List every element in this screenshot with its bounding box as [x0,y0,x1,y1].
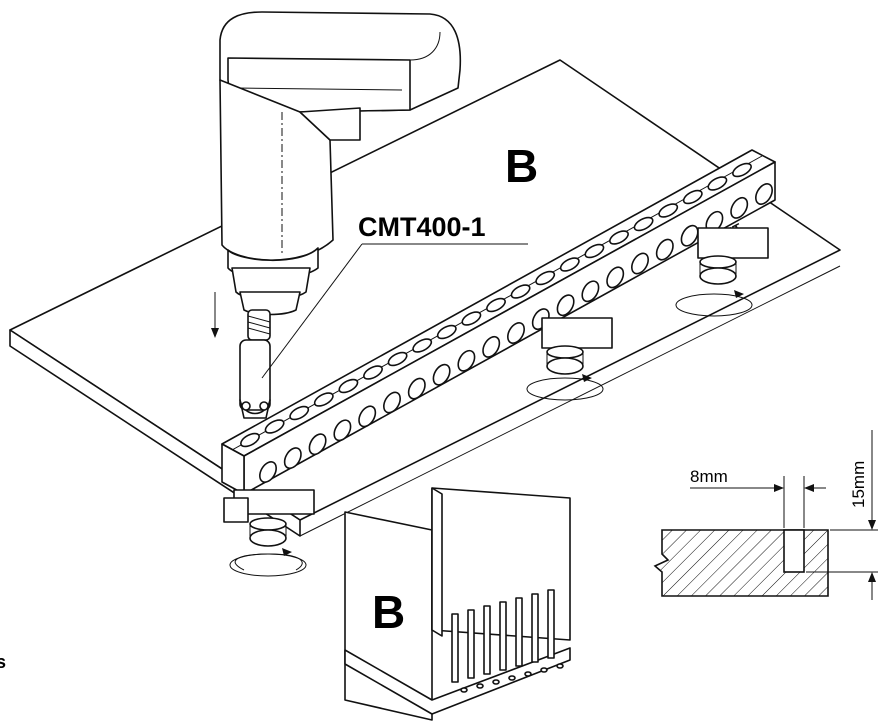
rail-top-hole [633,216,654,232]
rail-top-hole [707,176,728,191]
rail-face-hole [631,252,649,275]
workpiece-panel [9,59,841,537]
adjuster-foot-middle [526,317,613,401]
rail-top-hole [461,311,482,326]
down-arrow [211,292,219,338]
base-hole [476,683,484,689]
dowel-pin [499,601,507,671]
rail-top-hole [584,243,605,259]
dowel-pin [547,589,555,659]
dimension-depth: 15mm [849,461,868,508]
rail-face-hole [655,238,674,261]
rail-face-hole [755,183,773,205]
part-number-callout: CMT400-1 [261,212,528,379]
base-hole [524,671,532,677]
rail-top-hole [510,284,531,299]
rail-face-hole [680,224,699,247]
dowel-pin [531,593,539,663]
rail-face-hole [606,266,625,289]
dowel-pin [467,609,475,679]
rail-top-hole [240,432,260,448]
dowel-pins [451,589,564,693]
rail-top-hole [338,378,359,394]
detail-label-main: B [505,140,538,192]
rail-top-hole [387,351,408,367]
adjuster-foot-left [223,489,315,577]
detail-label-inset: B [372,586,405,638]
base-hole [540,667,548,673]
rail-top-hole [412,338,433,353]
rail-face-hole [407,377,426,400]
rail-holes [240,162,773,483]
rail-face-hole [556,294,575,317]
rail-top-hole [289,405,310,421]
rail-top-hole [732,162,752,178]
rail-top-hole [658,203,679,218]
rail-face-hole [333,419,352,442]
cut-off-text-fragment: s [0,652,6,672]
adjuster-foot-right [675,227,769,317]
dowel-pin [451,613,459,683]
cmt-self-centering-bit [239,339,271,411]
rail-top-hole [682,189,703,205]
dowel-pin [483,605,491,675]
rail-top-hole [436,324,457,340]
rail-face-hole [507,322,525,344]
rail-face-hole [283,447,302,470]
dowel-pin [515,597,523,667]
rail-top-hole [609,230,629,245]
rail-top-hole [313,392,334,407]
part-number-label: CMT400-1 [358,212,486,242]
hole-cross-section: 8mm 15mm [653,430,878,600]
rail-face-hole [432,363,451,386]
rail-top-hole [535,270,556,286]
rail-top-hole [264,419,285,434]
rail-top-hole [486,297,506,313]
power-drill [211,11,462,419]
base-hole [556,663,564,669]
jig-rail: CMT [221,149,776,495]
rail-face-hole [259,461,277,483]
rail-face-hole [730,196,749,219]
base-hole [508,675,516,681]
rail-face-hole [358,405,377,428]
rail-face-hole [308,433,327,456]
rail-face-hole [581,280,600,303]
rail-top-hole [363,365,383,380]
rail-face-hole [457,349,476,372]
rail-face-hole [383,391,401,414]
inset-detail-b: B [344,487,571,721]
base-hole [492,679,500,685]
rail-top-hole [559,257,580,272]
rail-face-hole [482,335,501,358]
dimension-width: 8mm [690,467,728,486]
drill-bit-spring [247,309,271,341]
base-hole [460,687,468,693]
